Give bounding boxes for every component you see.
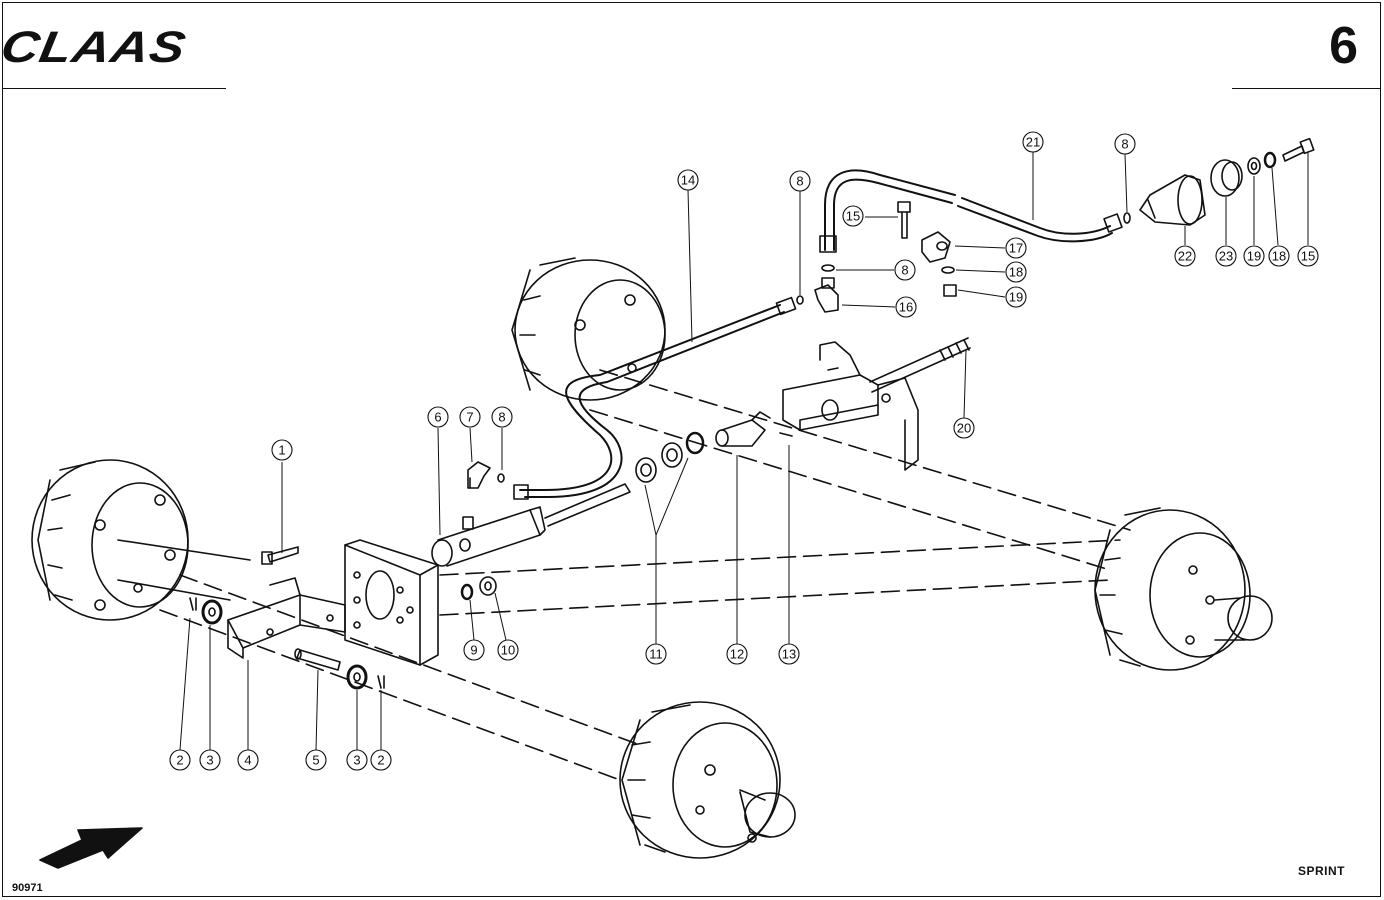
part-13-spring-pin	[779, 432, 793, 437]
part-1-bolt	[261, 546, 299, 565]
callout-10: 10	[501, 643, 515, 658]
callout-14: 14	[681, 173, 695, 188]
part-19-nut-right	[1247, 157, 1261, 175]
part-12-clevis	[715, 411, 771, 447]
callout-9: 9	[470, 643, 477, 658]
wheel-hub-right-front	[619, 701, 796, 859]
callout-12: 12	[730, 647, 744, 662]
callout-15: 15	[1301, 249, 1315, 264]
part-10-nut	[479, 576, 497, 596]
page-number: 6	[1329, 17, 1358, 75]
part-14-hydraulic-hose	[513, 296, 797, 500]
part-21-hose	[819, 169, 1123, 253]
brand-rule	[2, 88, 226, 89]
part-22-coupling	[1139, 174, 1206, 226]
wheel-hub-right-rear	[1094, 507, 1273, 671]
part-18-washer-right	[1263, 151, 1277, 169]
part-6-cylinder	[431, 483, 631, 567]
page-number-rule	[1232, 88, 1380, 89]
part-11-nuts-washer	[635, 431, 705, 483]
part-18-washer-top	[941, 266, 955, 274]
document-number: 90971	[12, 882, 43, 894]
callout-6: 6	[434, 410, 441, 425]
wheel-hub-left-rear	[511, 257, 666, 401]
callout-16: 16	[899, 300, 913, 315]
callout-8: 8	[901, 263, 908, 278]
callout-2: 2	[176, 753, 183, 768]
part-20-mount-bracket	[782, 337, 971, 471]
part-17-hose-clamp	[921, 231, 951, 263]
callout-3: 3	[206, 753, 213, 768]
rear-axle	[117, 369, 1131, 781]
direction-arrow-icon	[39, 827, 143, 869]
part-2-split-pin-right	[377, 675, 385, 689]
callout-19: 19	[1247, 249, 1261, 264]
part-16-tee-fitting	[814, 277, 839, 313]
callout-circles	[169, 131, 1319, 771]
part-8-o-ring-d	[1123, 212, 1131, 224]
callout-15: 15	[846, 209, 860, 224]
callout-3: 3	[353, 753, 360, 768]
callout-8: 8	[498, 410, 505, 425]
callout-23: 23	[1219, 249, 1233, 264]
callout-22: 22	[1178, 249, 1192, 264]
callout-11: 11	[649, 647, 663, 662]
part-9-washer	[460, 583, 474, 601]
part-7-elbow	[467, 461, 491, 489]
wheel-hub-left-front	[31, 459, 189, 621]
part-3-washer-right	[346, 664, 368, 690]
part-2-split-pin-left	[189, 597, 197, 611]
part-3-washer-left	[201, 599, 223, 625]
leader-lines	[179, 152, 1309, 751]
callout-8: 8	[796, 174, 803, 189]
part-19-nut-top	[943, 284, 957, 297]
callout-20: 20	[957, 421, 971, 436]
mounting-plate	[344, 539, 439, 666]
part-8-o-ring-b	[796, 295, 804, 305]
callout-19: 19	[1009, 290, 1023, 305]
callout-4: 4	[244, 753, 251, 768]
part-8-o-ring-c	[821, 264, 835, 272]
callout-7: 7	[466, 410, 473, 425]
callout-18: 18	[1272, 249, 1286, 264]
part-15-bolt-top	[897, 201, 911, 239]
callout-17: 17	[1009, 241, 1023, 256]
callout-2: 2	[377, 753, 384, 768]
part-4-bracket	[227, 577, 346, 659]
callout-5: 5	[312, 753, 319, 768]
part-15-bolt-right	[1282, 137, 1315, 162]
callout-13: 13	[782, 647, 796, 662]
part-5-pin	[294, 648, 341, 671]
part-23-dust-cap	[1210, 159, 1243, 197]
part-8-o-ring-a	[497, 473, 505, 483]
callout-21: 21	[1026, 135, 1040, 150]
callout-1: 1	[278, 443, 285, 458]
model-name: SPRINT	[1298, 864, 1346, 878]
callout-8: 8	[1121, 137, 1128, 152]
callout-18: 18	[1009, 265, 1023, 280]
